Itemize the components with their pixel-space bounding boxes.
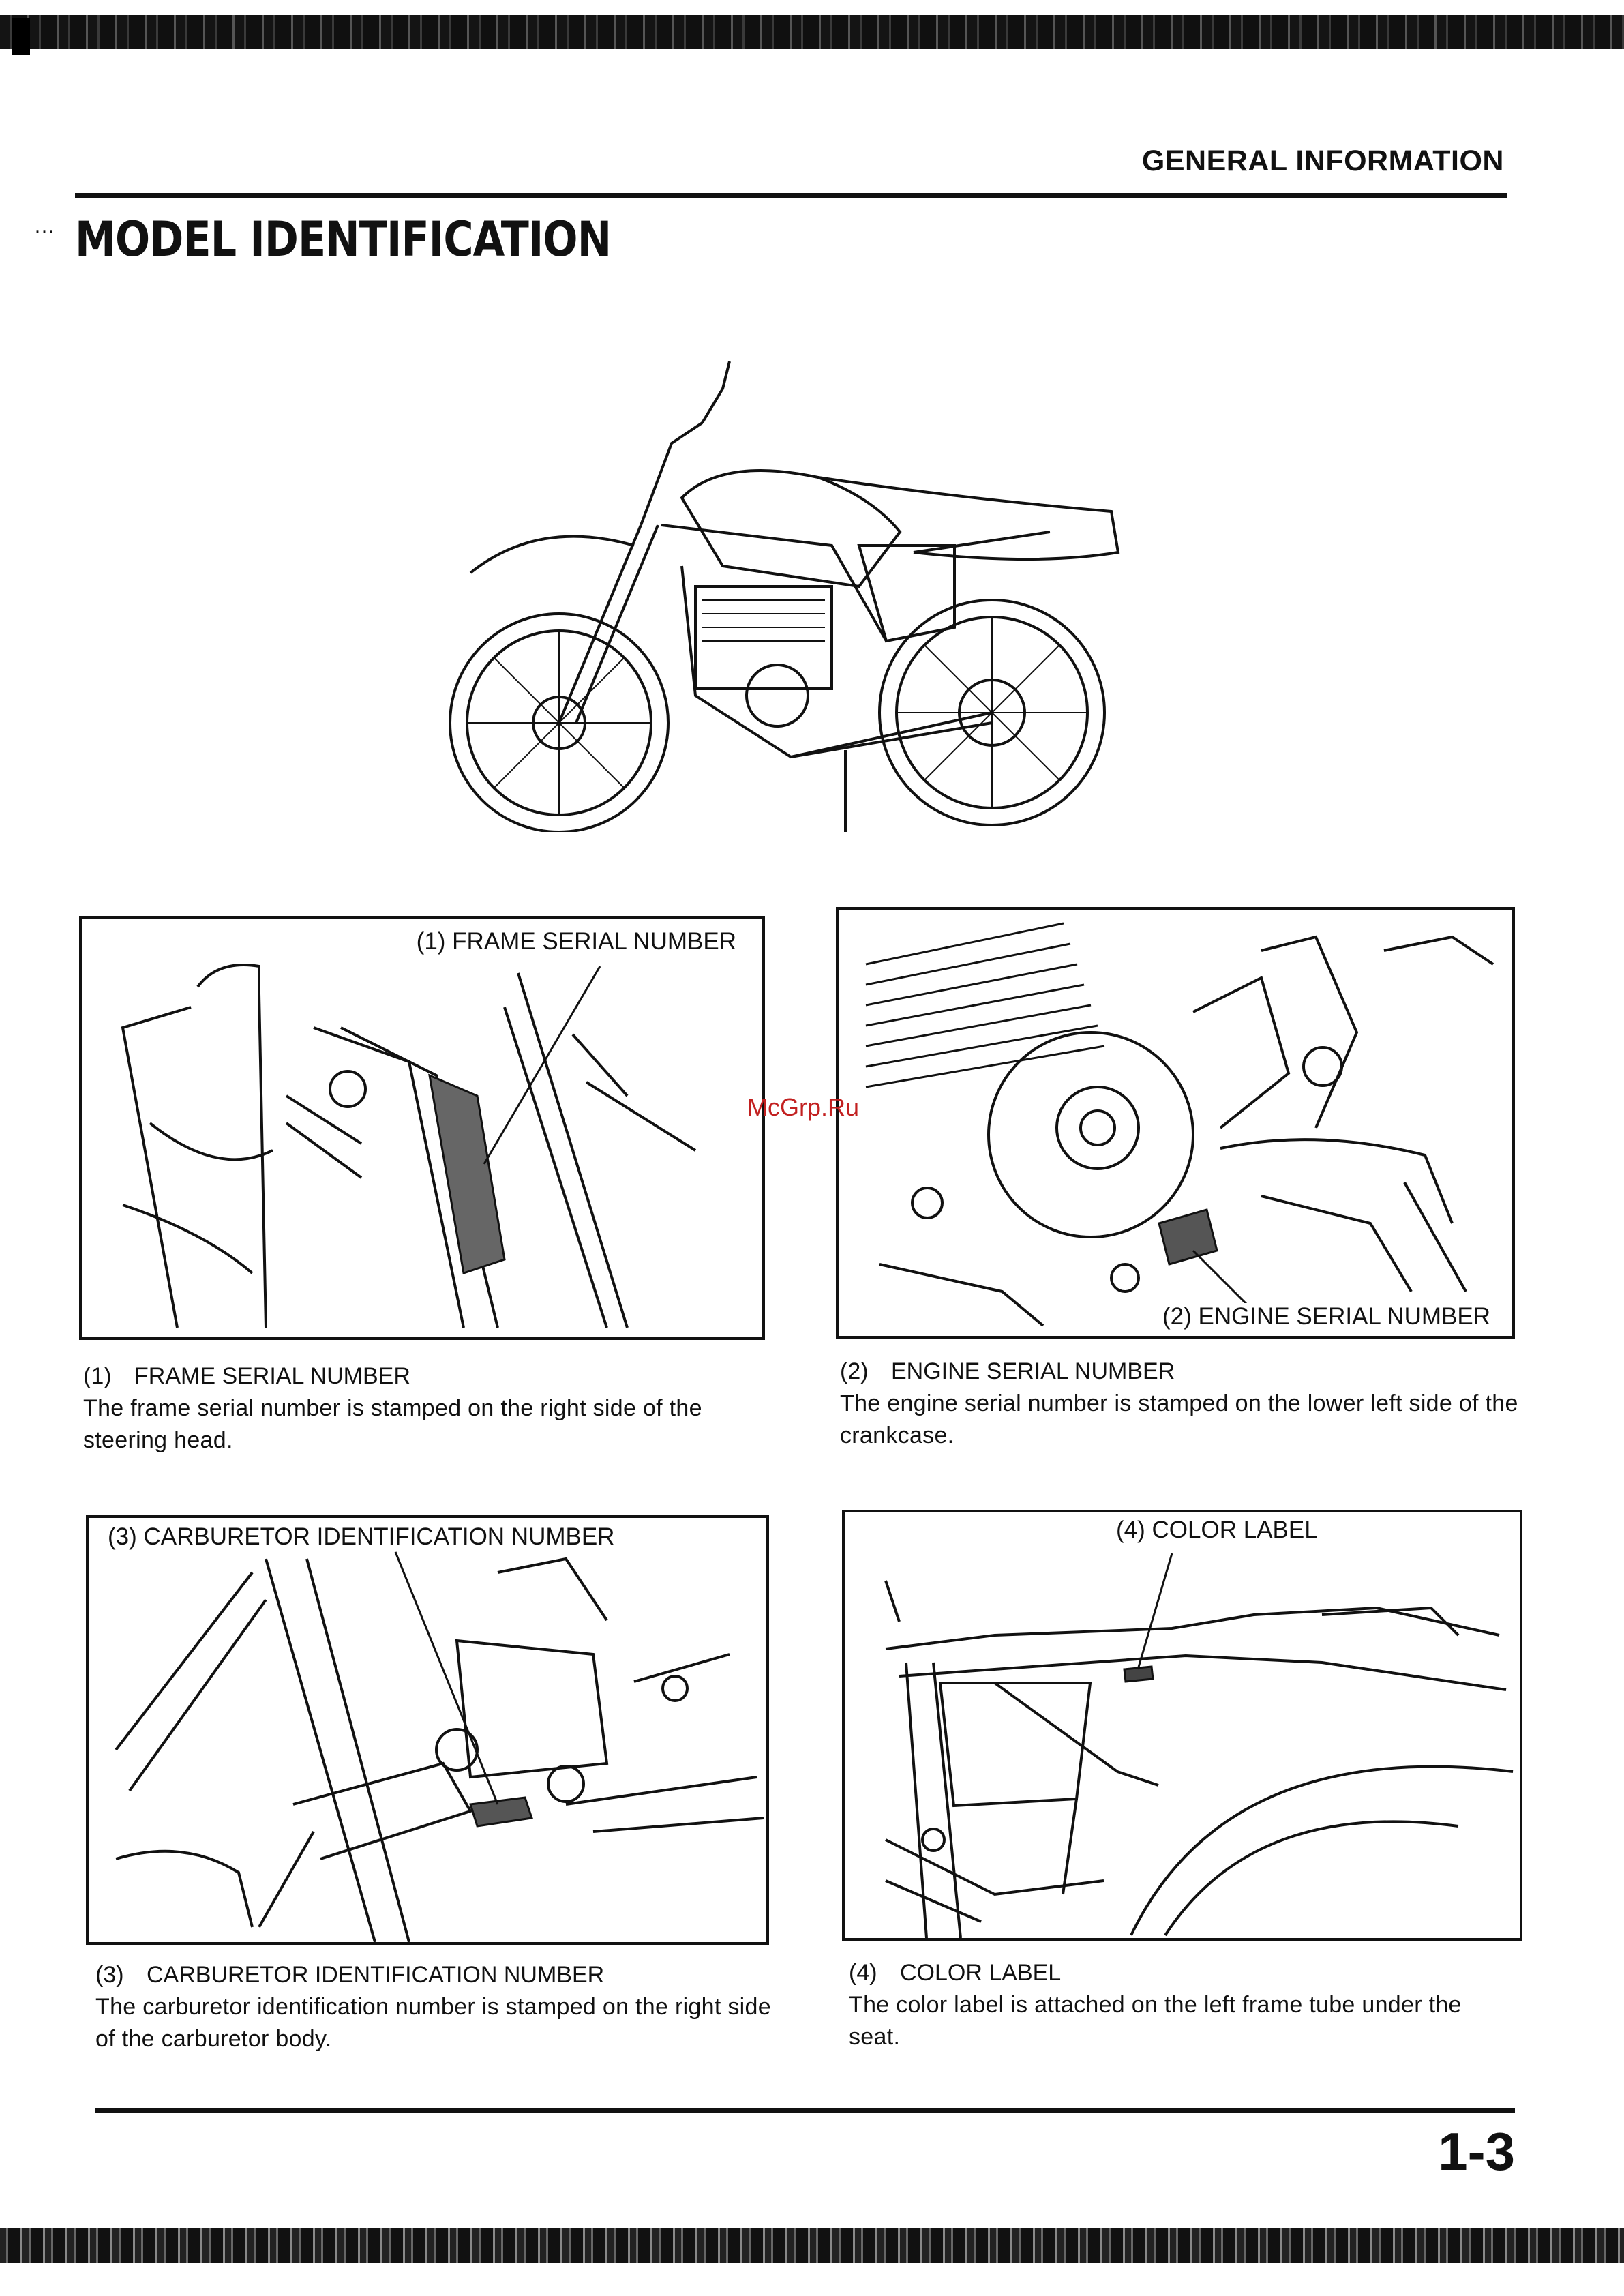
caption-3-heading: CARBURETOR IDENTIFICATION NUMBER: [147, 1962, 605, 1988]
figure-frame-serial: (1) FRAME SERIAL NUMBER: [79, 916, 765, 1340]
scan-corner-mark: [12, 18, 30, 55]
caption-4: (4) COLOR LABEL The color label is attach…: [849, 1957, 1517, 2053]
color-label-drawing: [884, 1553, 1514, 1938]
figure-engine-serial: (2) ENGINE SERIAL NUMBER: [836, 907, 1515, 1339]
caption-2-text: The engine serial number is stamped on t…: [840, 1390, 1518, 1448]
caption-2-heading: ENGINE SERIAL NUMBER: [891, 1358, 1175, 1384]
engine-serial-drawing: [865, 922, 1494, 1327]
caption-1-text: The frame serial number is stamped on th…: [83, 1395, 702, 1453]
caption-4-text: The color label is attached on the left …: [849, 1992, 1462, 2050]
figure-3-callout: (3) CARBURETOR IDENTIFICATION NUMBER: [102, 1523, 620, 1551]
caption-3-number: (3): [95, 1962, 124, 1988]
watermark: McGrp.Ru: [747, 1093, 860, 1121]
scan-bottom-edge: [0, 2228, 1624, 2263]
caption-4-heading: COLOR LABEL: [900, 1960, 1062, 1986]
figure-2-callout: (2) ENGINE SERIAL NUMBER: [1156, 1303, 1496, 1330]
caption-3: (3) CARBURETOR IDENTIFICATION NUMBER The …: [95, 1959, 777, 2055]
page-title: MODEL IDENTIFICATION: [75, 211, 612, 267]
section-header: GENERAL INFORMATION: [1141, 145, 1504, 177]
caption-3-text: The carburetor identification number is …: [95, 1994, 771, 2052]
figure-color-label: (4) COLOR LABEL: [842, 1510, 1522, 1941]
figure-carburetor-id: (3) CARBURETOR IDENTIFICATION NUMBER: [86, 1515, 769, 1945]
caption-2-number: (2): [840, 1358, 869, 1384]
caption-1-heading: FRAME SERIAL NUMBER: [134, 1363, 410, 1389]
frame-serial-drawing: [121, 964, 697, 1328]
caption-2: (2) ENGINE SERIAL NUMBER The engine seria…: [840, 1356, 1522, 1452]
margin-mark: ···: [34, 220, 55, 242]
caption-4-number: (4): [849, 1960, 877, 1986]
figure-4-callout: (4) COLOR LABEL: [1111, 1517, 1323, 1544]
carburetor-id-drawing: [115, 1551, 764, 1942]
figure-1-callout: (1) FRAME SERIAL NUMBER: [410, 928, 742, 955]
footer-rule: [95, 2108, 1515, 2113]
caption-1-number: (1): [83, 1363, 112, 1389]
caption-1: (1) FRAME SERIAL NUMBER The frame serial …: [83, 1360, 765, 1457]
header-rule: [75, 193, 1507, 198]
page-number: 1-3: [1438, 2121, 1515, 2181]
motorcycle-illustration: [449, 361, 1120, 832]
scan-top-edge: [0, 15, 1624, 49]
